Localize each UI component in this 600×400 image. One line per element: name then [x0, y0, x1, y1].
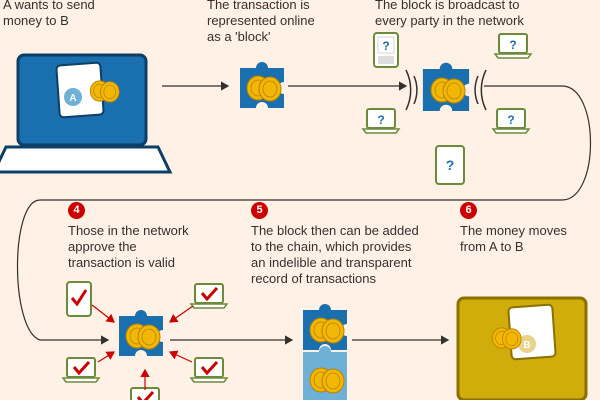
wallet-a-letter: A: [69, 93, 76, 104]
tablet-device-icon: [435, 145, 465, 185]
flow-connector-right: [16, 85, 592, 345]
approved-block-icon: [119, 310, 163, 356]
question-icon: ?: [446, 157, 455, 173]
laptop-a-icon: [0, 53, 173, 174]
laptop-b-icon: [456, 296, 588, 400]
phone-check-icon: [66, 281, 92, 317]
laptop-check-icon: [189, 356, 229, 384]
chain-icon: [303, 304, 347, 400]
step-4-text: Those in the network approve the transac…: [68, 223, 189, 270]
question-icon: ?: [509, 38, 516, 52]
wallet-b-letter: B: [523, 340, 530, 351]
step-5-text: The block then can be added to the chain…: [251, 223, 419, 286]
step-3-text: The block is broadcast to every party in…: [375, 0, 524, 28]
step-2-text: The transaction is represented online as…: [207, 0, 315, 44]
step-6-text: The money moves from A to B: [460, 223, 567, 254]
approval-arrows: [91, 304, 194, 390]
block-icon: [240, 62, 284, 108]
question-icon: ?: [377, 113, 384, 127]
step-5-badge: 5: [251, 202, 268, 219]
question-icon: ?: [507, 113, 514, 127]
phone-device-icon: [373, 32, 399, 68]
step-1-text: A wants to send money to B: [3, 0, 95, 28]
broadcast-block-icon: [405, 62, 487, 111]
question-icon: ?: [382, 39, 389, 53]
step-4-badge: 4: [68, 202, 85, 219]
laptop-check-icon: [61, 356, 101, 384]
step-6-badge: 6: [460, 202, 477, 219]
laptop-check-icon: [189, 282, 229, 310]
